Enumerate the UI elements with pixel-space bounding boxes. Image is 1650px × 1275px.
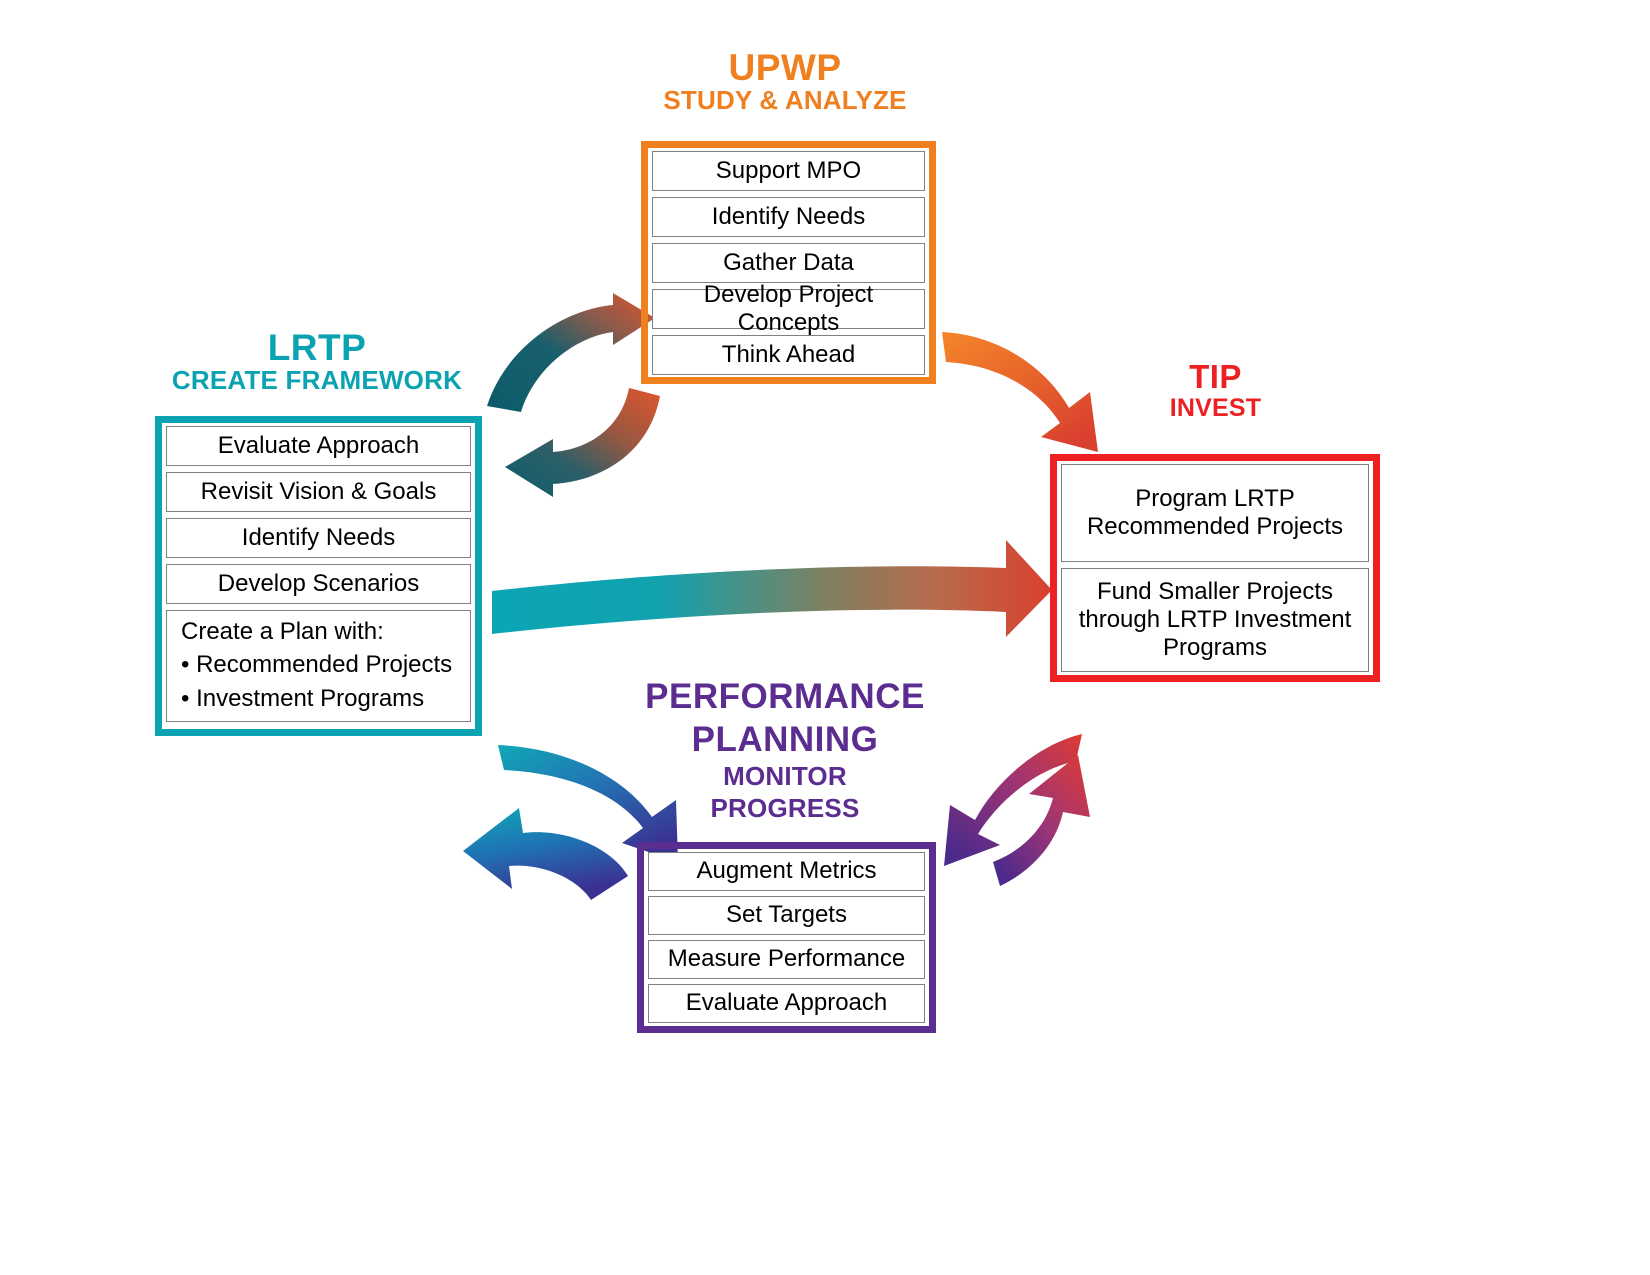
lrtp-plan-bullet-2: • Investment Programs bbox=[181, 684, 425, 712]
tip-item-program-lrtp-recommended-projects[interactable]: Program LRTP Recommended Projects bbox=[1061, 464, 1369, 562]
pp-subtitle-line1: MONITOR bbox=[723, 761, 847, 792]
tip-group-title: TIP INVEST bbox=[1053, 358, 1378, 422]
arrow-performance-to-tip bbox=[993, 755, 1090, 886]
upwp-group-title: UPWP STUDY & ANALYZE bbox=[635, 48, 935, 115]
upwp-item-identify-needs[interactable]: Identify Needs bbox=[652, 197, 925, 237]
upwp-group-box: Support MPO Identify Needs Gather Data D… bbox=[641, 141, 936, 384]
upwp-item-gather-data[interactable]: Gather Data bbox=[652, 243, 925, 283]
arrow-lrtp-to-tip bbox=[492, 540, 1052, 637]
lrtp-plan-bullet-1: • Recommended Projects bbox=[181, 651, 453, 679]
upwp-item-think-ahead[interactable]: Think Ahead bbox=[652, 335, 925, 375]
performance-planning-group-title: PERFORMANCE PLANNING MONITOR PROGRESS bbox=[600, 676, 970, 825]
lrtp-title-text: LRTP bbox=[267, 327, 367, 368]
upwp-item-develop-project-concepts[interactable]: Develop Project Concepts bbox=[652, 281, 925, 336]
lrtp-subtitle-text: CREATE FRAMEWORK bbox=[171, 365, 463, 396]
lrtp-item-evaluate-approach[interactable]: Evaluate Approach bbox=[166, 426, 471, 466]
tip-item-fund-smaller-projects[interactable]: Fund Smaller Projects through LRTP Inves… bbox=[1061, 568, 1369, 672]
lrtp-item-develop-scenarios[interactable]: Develop Scenarios bbox=[166, 564, 471, 604]
tip-item2-line1: Fund Smaller Projects bbox=[1096, 577, 1334, 605]
upwp-title-text: UPWP bbox=[728, 47, 842, 88]
tip-title-text: TIP bbox=[1189, 358, 1242, 395]
lrtp-group-box: Evaluate Approach Revisit Vision & Goals… bbox=[155, 416, 482, 736]
tip-subtitle-text: INVEST bbox=[1169, 393, 1262, 422]
pp-subtitle-line2: PROGRESS bbox=[710, 793, 860, 824]
lrtp-item-revisit-vision-goals[interactable]: Revisit Vision & Goals bbox=[166, 472, 471, 512]
pp-item-set-targets[interactable]: Set Targets bbox=[648, 896, 925, 935]
pp-item-measure-performance[interactable]: Measure Performance bbox=[648, 940, 925, 979]
tip-item2-line2: through LRTP Investment bbox=[1078, 605, 1352, 633]
tip-item1-line1: Program LRTP bbox=[1135, 484, 1295, 512]
lrtp-item-identify-needs[interactable]: Identify Needs bbox=[166, 518, 471, 558]
lrtp-group-title: LRTP CREATE FRAMEWORK bbox=[152, 328, 482, 395]
pp-item-augment-metrics[interactable]: Augment Metrics bbox=[648, 852, 925, 891]
pp-title-line1: PERFORMANCE bbox=[645, 677, 925, 716]
lrtp-item-create-a-plan[interactable]: Create a Plan with: • Recommended Projec… bbox=[166, 610, 471, 722]
arrow-upwp-to-lrtp bbox=[505, 388, 660, 497]
lrtp-plan-heading: Create a Plan with: bbox=[181, 618, 384, 645]
pp-item-evaluate-approach[interactable]: Evaluate Approach bbox=[648, 984, 925, 1023]
pp-title-line2: PLANNING bbox=[691, 719, 879, 759]
tip-item2-line3: Programs bbox=[1162, 634, 1267, 662]
upwp-subtitle-text: STUDY & ANALYZE bbox=[663, 85, 907, 116]
performance-planning-group-box: Augment Metrics Set Targets Measure Perf… bbox=[637, 842, 936, 1033]
tip-item1-line2: Recommended Projects bbox=[1086, 513, 1344, 540]
upwp-item-support-mpo[interactable]: Support MPO bbox=[652, 151, 925, 191]
arrow-lrtp-to-upwp bbox=[487, 293, 655, 412]
tip-group-box: Program LRTP Recommended Projects Fund S… bbox=[1050, 454, 1380, 682]
